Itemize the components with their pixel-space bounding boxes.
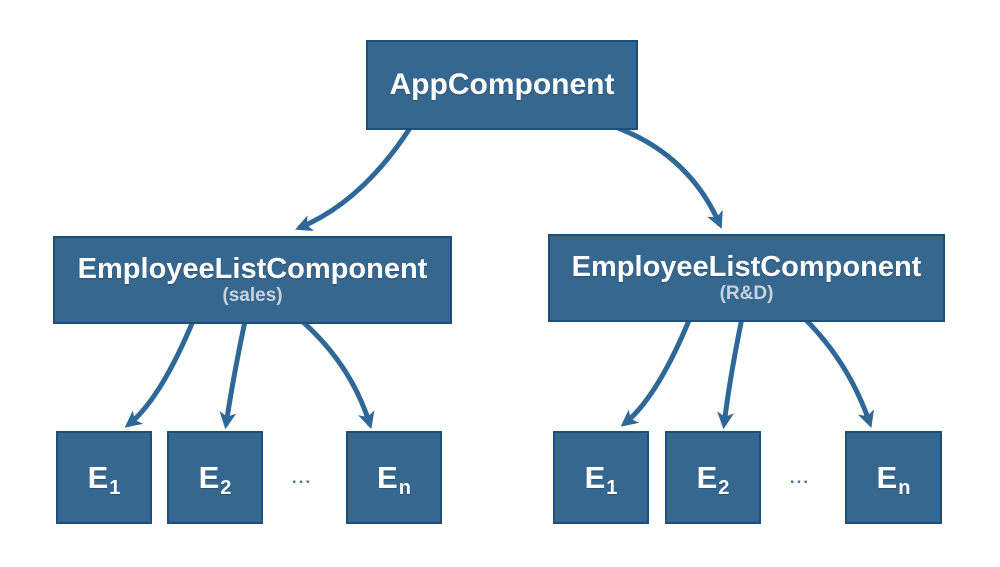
arrow-app-to-rnd	[617, 125, 723, 229]
node-rnd-e1-label: E1	[584, 459, 618, 499]
arrow-app-to-sales	[295, 126, 413, 231]
arrow-rnd-to-en	[803, 317, 875, 429]
node-rnd-en: En	[845, 431, 942, 524]
node-sales-e1: E1	[56, 431, 152, 524]
node-rnd-e1: E1	[553, 431, 649, 524]
arrow-sales-to-e1	[124, 320, 196, 428]
node-rnd-en-subscript: n	[898, 476, 911, 499]
node-app-component: AppComponent	[366, 40, 638, 130]
node-employee-list-sales-label: EmployeeListComponent	[77, 252, 428, 285]
node-sales-e1-subscript: 1	[109, 476, 121, 499]
node-sales-e2-label: E2	[198, 459, 232, 499]
sales-ellipsis: ...	[291, 468, 313, 487]
node-app-label: AppComponent	[389, 68, 615, 101]
node-sales-e2: E2	[167, 431, 263, 524]
arrow-sales-to-en	[301, 320, 375, 430]
node-employee-list-rnd-label: EmployeeListComponent	[571, 250, 922, 283]
node-sales-en-subscript: n	[398, 476, 411, 499]
rnd-ellipsis: ...	[789, 468, 811, 487]
arrow-rnd-to-e2	[717, 317, 745, 430]
node-employee-list-sales-sublabel: (sales)	[222, 285, 283, 307]
node-sales-e1-label: E1	[87, 459, 121, 499]
node-sales-e2-subscript: 2	[220, 476, 232, 499]
node-rnd-e2: E2	[665, 431, 761, 524]
node-rnd-e1-subscript: 1	[606, 476, 618, 499]
node-rnd-en-label: En	[876, 459, 911, 499]
arrow-sales-to-e2	[219, 320, 248, 430]
node-sales-en: En	[346, 431, 442, 524]
arrow-rnd-to-e1	[620, 317, 693, 427]
node-sales-en-label: En	[377, 459, 411, 499]
node-employee-list-sales: EmployeeListComponent (sales)	[53, 236, 452, 324]
node-rnd-e2-subscript: 2	[718, 476, 730, 499]
node-employee-list-rnd: EmployeeListComponent (R&D)	[548, 234, 945, 322]
node-employee-list-rnd-sublabel: (R&D)	[719, 283, 774, 305]
node-rnd-e2-label: E2	[696, 459, 730, 499]
